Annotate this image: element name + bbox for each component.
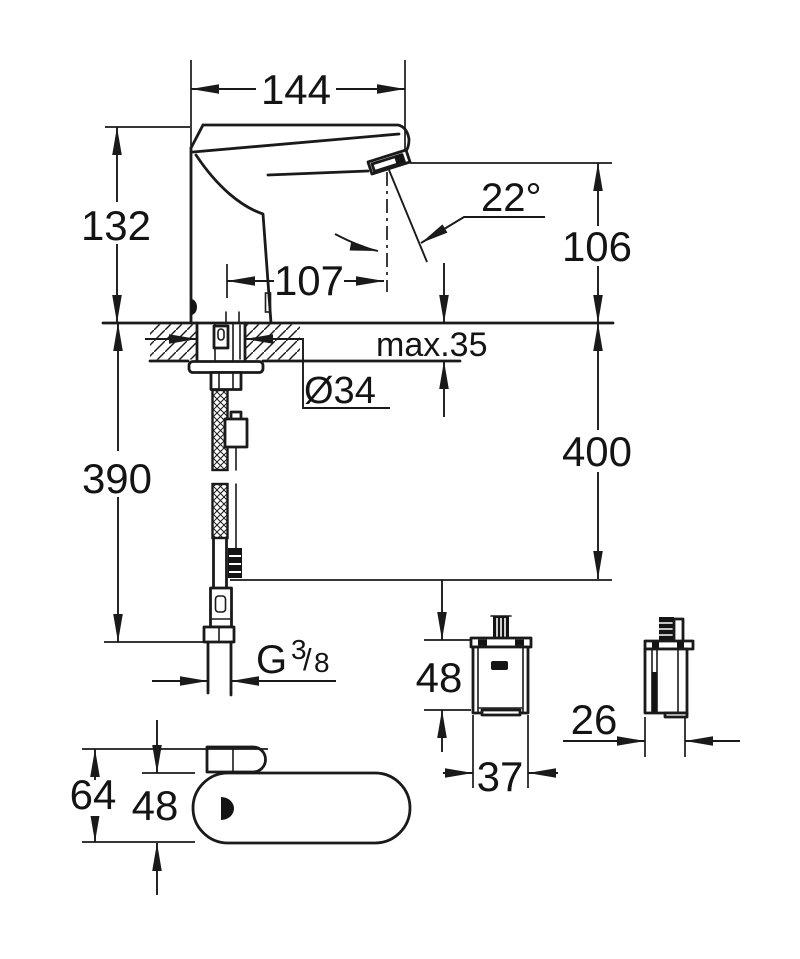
dim-spout-reach: 144	[261, 66, 331, 113]
dim-height-above-deck: 132	[81, 202, 151, 249]
supply-hoses	[202, 388, 249, 697]
spout-outlet	[366, 148, 412, 176]
box-plug	[490, 615, 512, 639]
dim-sensor-distance: 107	[274, 257, 344, 304]
dim-box-depth: 26	[571, 696, 618, 743]
cable-plug	[228, 548, 242, 578]
control-box-front	[469, 615, 533, 717]
dim-counter-thickness: max.35	[376, 326, 488, 364]
dim-thread-size: G 3 / 8	[256, 634, 330, 682]
swivel-arrow	[334, 233, 379, 252]
dim-hose-drop: 390	[82, 455, 152, 502]
faucet-side-view	[189, 123, 428, 325]
dimension-labels: 144 132 107 22° 106 max.35 Ø34 400 390 G…	[67, 66, 636, 829]
thread-numerator: 3	[291, 634, 307, 665]
extension-lines	[82, 60, 686, 843]
sensor-window-top-icon	[221, 797, 234, 820]
stream-angle-line	[388, 169, 428, 263]
dim-base-length: 64	[70, 771, 117, 818]
thread-slash: /	[303, 642, 312, 677]
grohe-logo-mark	[491, 661, 508, 670]
dim-outlet-height: 106	[562, 223, 632, 270]
dim-base-width: 48	[132, 782, 179, 829]
thread-denominator: 8	[314, 647, 330, 678]
thread-letter: G	[256, 638, 287, 682]
sensor-window-icon	[191, 299, 197, 315]
faucet-top-view	[191, 745, 412, 845]
dim-hole-diameter: Ø34	[304, 370, 376, 412]
dim-spray-angle: 22°	[481, 176, 542, 220]
dim-cable-drop: 400	[562, 428, 632, 475]
control-box-side	[643, 617, 695, 719]
box-plug-side	[659, 617, 685, 645]
dim-box-height: 48	[416, 654, 463, 701]
dim-box-width: 37	[477, 753, 524, 800]
